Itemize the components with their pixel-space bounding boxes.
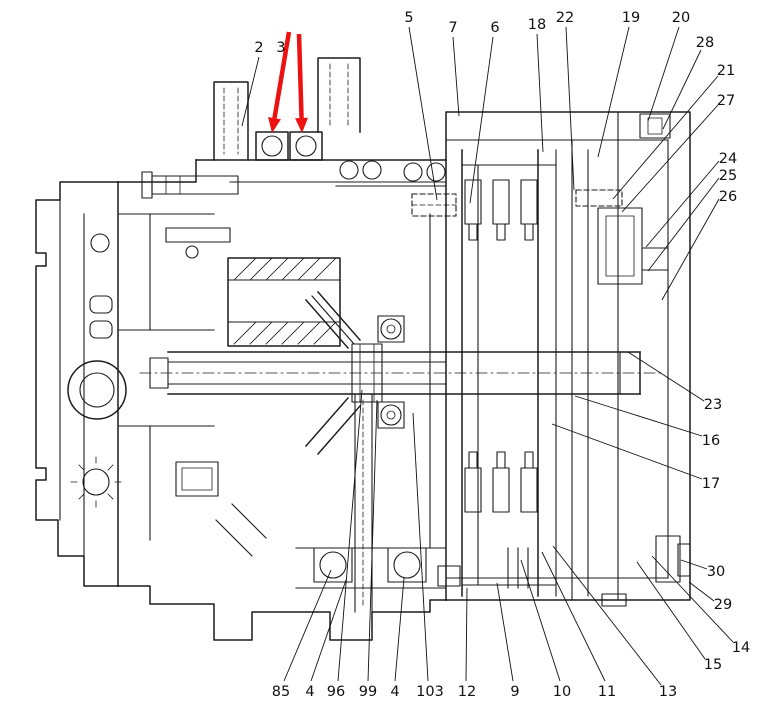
part-number-85: 85 (272, 684, 290, 700)
part-number-16: 16 (702, 433, 720, 449)
part-number-18: 18 (528, 17, 546, 33)
leader-line-4 (310, 579, 347, 682)
part-number-25: 25 (719, 168, 737, 184)
part-number-26: 26 (719, 189, 737, 205)
part-number-24: 24 (719, 151, 737, 167)
part-number-15: 15 (704, 657, 722, 673)
red-arrow-right-head (295, 117, 309, 133)
leader-line-26 (661, 198, 720, 301)
leader-line-19 (597, 26, 630, 158)
part-number-96: 96 (327, 684, 345, 700)
leader-line-28 (662, 49, 702, 130)
red-arrow-right-shaft (296, 33, 304, 119)
part-number-3: 3 (276, 40, 285, 56)
leader-line-30 (680, 559, 708, 570)
part-number-20: 20 (672, 10, 690, 26)
leader-line-27 (621, 104, 719, 213)
leader-line-11 (541, 551, 606, 682)
highlight-arrows (268, 31, 309, 133)
leader-line-25 (647, 177, 720, 272)
red-arrow-left-shaft (272, 31, 292, 119)
drawing-linework (35, 57, 691, 641)
leader-line-9 (496, 582, 514, 682)
part-number-28: 28 (696, 35, 714, 51)
part-number-5: 5 (404, 10, 413, 26)
part-number-12: 12 (458, 684, 476, 700)
part-number-14: 14 (732, 640, 750, 656)
leader-line-99 (367, 399, 378, 682)
leader-line-4 (394, 577, 405, 682)
part-number-13: 13 (659, 684, 677, 700)
part-number-11: 11 (598, 684, 616, 700)
part-number-21: 21 (717, 63, 735, 79)
part-number-17: 17 (702, 476, 720, 492)
part-number-103: 103 (416, 684, 444, 700)
part-number-9: 9 (510, 684, 519, 700)
part-number-4: 4 (390, 684, 399, 700)
leader-line-15 (636, 561, 706, 660)
part-number-30: 30 (707, 564, 725, 580)
part-number-29: 29 (714, 597, 732, 613)
part-number-4: 4 (305, 684, 314, 700)
part-number-22: 22 (556, 10, 574, 26)
leader-line-10 (520, 559, 561, 682)
leader-line-24 (645, 160, 720, 248)
part-number-10: 10 (553, 684, 571, 700)
part-number-6: 6 (490, 20, 499, 36)
part-number-99: 99 (359, 684, 377, 700)
leader-line-23 (627, 351, 705, 402)
part-number-27: 27 (717, 93, 735, 109)
leader-line-20 (647, 26, 680, 122)
leader-line-29 (688, 581, 715, 602)
red-arrow-left-head (268, 117, 281, 133)
leader-line-21 (612, 75, 719, 200)
leader-line-13 (552, 545, 662, 686)
leader-line-17 (551, 423, 703, 480)
part-number-23: 23 (704, 397, 722, 413)
leader-line-7 (452, 36, 460, 117)
leader-line-103 (412, 412, 429, 682)
part-number-19: 19 (622, 10, 640, 26)
leader-line-12 (465, 587, 468, 682)
part-number-2: 2 (254, 40, 263, 56)
leader-line-22 (565, 26, 575, 191)
leader-line-6 (469, 36, 494, 204)
part-number-7: 7 (448, 20, 457, 36)
leader-line-96 (337, 389, 363, 682)
leader-line-14 (651, 555, 734, 643)
leader-line-2 (241, 56, 260, 127)
leader-line-18 (536, 33, 544, 153)
leader-line-85 (283, 569, 332, 682)
leader-line-16 (574, 395, 703, 437)
leader-line-5 (408, 26, 438, 201)
leader-lines (241, 26, 734, 686)
